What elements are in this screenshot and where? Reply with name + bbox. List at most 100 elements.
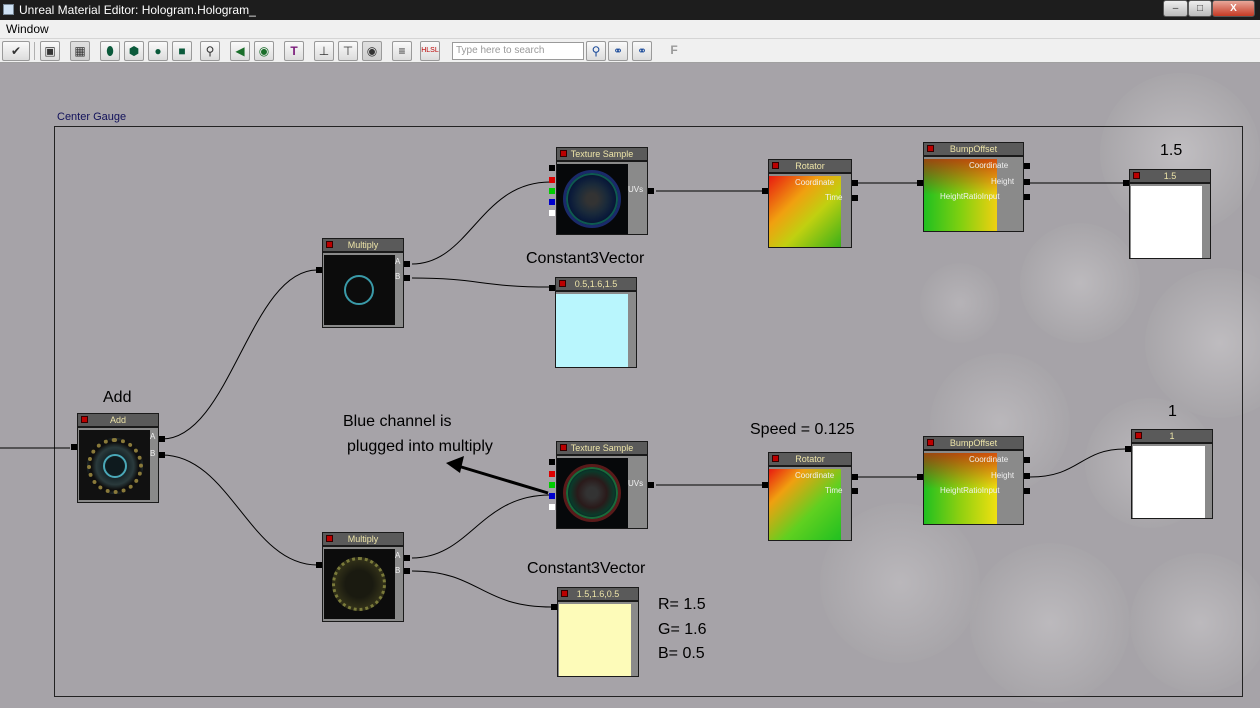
texture-top-r-pin[interactable]	[549, 177, 555, 183]
const3-bottom-output-pin[interactable]	[551, 604, 557, 610]
close-button[interactable]: X	[1212, 0, 1255, 17]
node-rotator-top-header[interactable]: Rotator	[768, 159, 852, 173]
bump-bottom-coordinate-pin[interactable]	[1024, 457, 1030, 463]
find-prev-button[interactable]: ⚭	[608, 41, 628, 61]
bump-bottom-height-pin[interactable]	[1024, 473, 1030, 479]
texture-top-a-pin[interactable]	[549, 210, 555, 216]
node-const3-bottom-header[interactable]: 1.5,1.6,0.5	[557, 587, 639, 601]
bump-top-height-pin[interactable]	[1024, 179, 1030, 185]
pin-button[interactable]: ⊥	[314, 41, 334, 61]
node-add[interactable]: Add A B	[71, 413, 165, 503]
texture-bottom-a-pin[interactable]	[549, 504, 555, 510]
node-bump-bottom-header[interactable]: BumpOffset	[923, 436, 1024, 450]
node-constant3vector-top[interactable]: 0.5,1.6,1.5	[549, 277, 637, 368]
node-const-bottom-header[interactable]: 1	[1131, 429, 1213, 443]
node-multiply-top-body	[322, 252, 404, 328]
sphere-preview-button[interactable]: ●	[148, 41, 168, 61]
rotator-bottom-output-pin[interactable]	[762, 482, 768, 488]
texture-bottom-rgb-pin[interactable]	[549, 459, 555, 465]
node-multiply-top-header[interactable]: Multiply	[322, 238, 404, 252]
node-multiply-bottom[interactable]: Multiply A B	[316, 532, 410, 622]
multiply-bottom-pin-b[interactable]	[404, 568, 410, 574]
hlsl-button[interactable]: HLSL	[420, 41, 440, 61]
texture-top-uvs-pin[interactable]	[648, 188, 654, 194]
bump-bottom-output-pin[interactable]	[917, 474, 923, 480]
world-button[interactable]: ◉	[254, 41, 274, 61]
find-next-button[interactable]: ⚭	[632, 41, 652, 61]
search-button[interactable]: ⚲	[586, 41, 606, 61]
multiply-top-output-pin[interactable]	[316, 267, 322, 273]
grid-button[interactable]: ▦	[70, 41, 90, 61]
texture-top-g-pin[interactable]	[549, 188, 555, 194]
node-multiply-bottom-header[interactable]: Multiply	[322, 532, 404, 546]
const-top-output-pin[interactable]	[1123, 180, 1129, 186]
maximize-button[interactable]: □	[1188, 0, 1212, 17]
node-constant-top[interactable]: 1.5	[1123, 169, 1211, 259]
texture-bottom-g-pin[interactable]	[549, 482, 555, 488]
const-bottom-output-pin[interactable]	[1125, 446, 1131, 452]
rotator-top-output-pin[interactable]	[762, 188, 768, 194]
multiply-bottom-output-pin[interactable]	[316, 562, 322, 568]
add-pin-b[interactable]	[159, 452, 165, 458]
texture-bottom-b-pin[interactable]	[549, 493, 555, 499]
pin-drop-button[interactable]: ⊤	[338, 41, 358, 61]
node-constant-bottom[interactable]: 1	[1125, 429, 1213, 519]
select-marker	[772, 455, 779, 462]
rotator-top-coordinate-pin[interactable]	[852, 180, 858, 186]
search-input[interactable]: Type here to search	[452, 42, 584, 60]
add-output-pin[interactable]	[71, 444, 77, 450]
node-const3-top-header[interactable]: 0.5,1.6,1.5	[555, 277, 637, 291]
realtime-preview-button[interactable]: ◉	[362, 41, 382, 61]
find-button[interactable]: ⚲	[200, 41, 220, 61]
search-icon: ⚲	[205, 44, 215, 58]
apply-button[interactable]: ✔	[2, 41, 30, 61]
rotator-top-time-pin[interactable]	[852, 195, 858, 201]
bump-top-coordinate-label: Coordinate	[969, 161, 1009, 170]
bump-top-coordinate-pin[interactable]	[1024, 163, 1030, 169]
text-button[interactable]: T	[284, 41, 304, 61]
material-graph-canvas[interactable]: Center Gauge	[0, 63, 1260, 708]
plane-preview-button[interactable]: ■	[172, 41, 192, 61]
node-texture-bottom-header[interactable]: Texture Sample	[556, 441, 648, 455]
bump-top-output-pin[interactable]	[917, 180, 923, 186]
texture-bottom-r-pin[interactable]	[549, 471, 555, 477]
menu-window[interactable]: Window	[6, 22, 49, 36]
node-texture-sample-top[interactable]: Texture Sample UVs	[549, 147, 654, 235]
comment-frame[interactable]	[54, 126, 1243, 697]
node-constant3vector-bottom[interactable]: 1.5,1.6,0.5	[551, 587, 639, 677]
node-add-header[interactable]: Add	[77, 413, 159, 427]
minimize-button[interactable]: –	[1163, 0, 1188, 17]
node-rotator-bottom-header[interactable]: Rotator	[768, 452, 852, 466]
annotation-blue-channel-line1: Blue channel is	[343, 413, 452, 430]
bump-bottom-heightratio-pin[interactable]	[1024, 488, 1030, 494]
node-const-top-header[interactable]: 1.5	[1129, 169, 1211, 183]
add-pin-a[interactable]	[159, 436, 165, 442]
f-button[interactable]: F	[670, 43, 678, 57]
rotator-bottom-coordinate-pin[interactable]	[852, 474, 858, 480]
notes-button[interactable]: ≡	[392, 41, 412, 61]
preview-shade	[924, 159, 997, 195]
node-bumpoffset-top[interactable]: BumpOffset Coordinate Height HeightRatio…	[917, 142, 1030, 232]
node-texture-top-header[interactable]: Texture Sample	[556, 147, 648, 161]
back-button[interactable]: ◀	[230, 41, 250, 61]
node-multiply-top[interactable]: Multiply A B	[316, 238, 410, 328]
texture-bottom-uvs-pin[interactable]	[648, 482, 654, 488]
rotator-bottom-time-pin[interactable]	[852, 488, 858, 494]
node-bump-top-preview	[924, 159, 997, 231]
title-bar[interactable]: Unreal Material Editor: Hologram.Hologra…	[0, 0, 1260, 20]
const3-top-output-pin[interactable]	[549, 285, 555, 291]
home-button[interactable]: ▣	[40, 41, 60, 61]
node-bumpoffset-bottom[interactable]: BumpOffset Coordinate Height HeightRatio…	[917, 436, 1030, 525]
multiply-top-pin-a[interactable]	[404, 261, 410, 267]
multiply-top-pin-b[interactable]	[404, 275, 410, 281]
multiply-bottom-pin-a[interactable]	[404, 555, 410, 561]
node-rotator-top[interactable]: Rotator Coordinate Time	[762, 159, 858, 248]
node-bump-top-header[interactable]: BumpOffset	[923, 142, 1024, 156]
cube-preview-button[interactable]: ⬢	[124, 41, 144, 61]
node-rotator-bottom[interactable]: Rotator Coordinate Time	[762, 452, 858, 541]
bump-top-heightratio-pin[interactable]	[1024, 194, 1030, 200]
texture-top-b-pin[interactable]	[549, 199, 555, 205]
texture-top-rgb-pin[interactable]	[549, 165, 555, 171]
cylinder-preview-button[interactable]: ⬮	[100, 41, 120, 61]
node-texture-sample-bottom[interactable]: Texture Sample UVs	[549, 441, 654, 529]
